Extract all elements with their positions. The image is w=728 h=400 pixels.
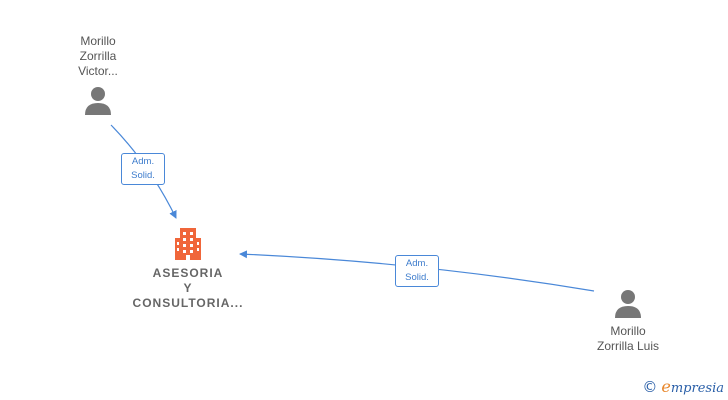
brand-logo: empresia <box>661 377 724 396</box>
company-name-line: CONSULTORIA... <box>132 296 244 310</box>
brand-name: mpresia <box>670 381 724 396</box>
person-name-line: Zorrilla Luis <box>596 339 659 353</box>
person-icon <box>85 87 111 115</box>
copyright-icon: © <box>642 377 658 396</box>
person-icon <box>615 290 641 318</box>
person-name-line: Morillo <box>80 34 116 48</box>
company-name-line: Y <box>183 281 193 295</box>
person-node-top[interactable]: Morillo Zorrilla Victor... <box>58 34 138 117</box>
person-name: Morillo Zorrilla Victor... <box>58 34 138 79</box>
building-icon <box>175 228 201 260</box>
brand-footer[interactable]: © empresia <box>642 377 724 396</box>
person-name-line: Victor... <box>78 64 118 78</box>
person-node-right[interactable]: Morillo Zorrilla Luis <box>583 288 673 354</box>
person-name: Morillo Zorrilla Luis <box>583 324 673 354</box>
company-name: ASESORIA Y CONSULTORIA... <box>128 266 248 311</box>
edge-label-line: Adm. <box>131 156 155 167</box>
edge-label-line: Adm. <box>405 258 429 269</box>
edge-label-top[interactable]: Adm. Solid. <box>121 153 165 185</box>
company-node[interactable]: ASESORIA Y CONSULTORIA... <box>128 226 248 311</box>
person-name-line: Zorrilla <box>79 49 117 63</box>
company-name-line: ASESORIA <box>152 266 224 280</box>
person-name-line: Morillo <box>610 324 646 338</box>
brand-initial: e <box>661 377 671 396</box>
edge-label-line: Solid. <box>405 272 429 283</box>
edge-label-right[interactable]: Adm. Solid. <box>395 255 439 287</box>
edge-label-line: Solid. <box>131 170 155 181</box>
